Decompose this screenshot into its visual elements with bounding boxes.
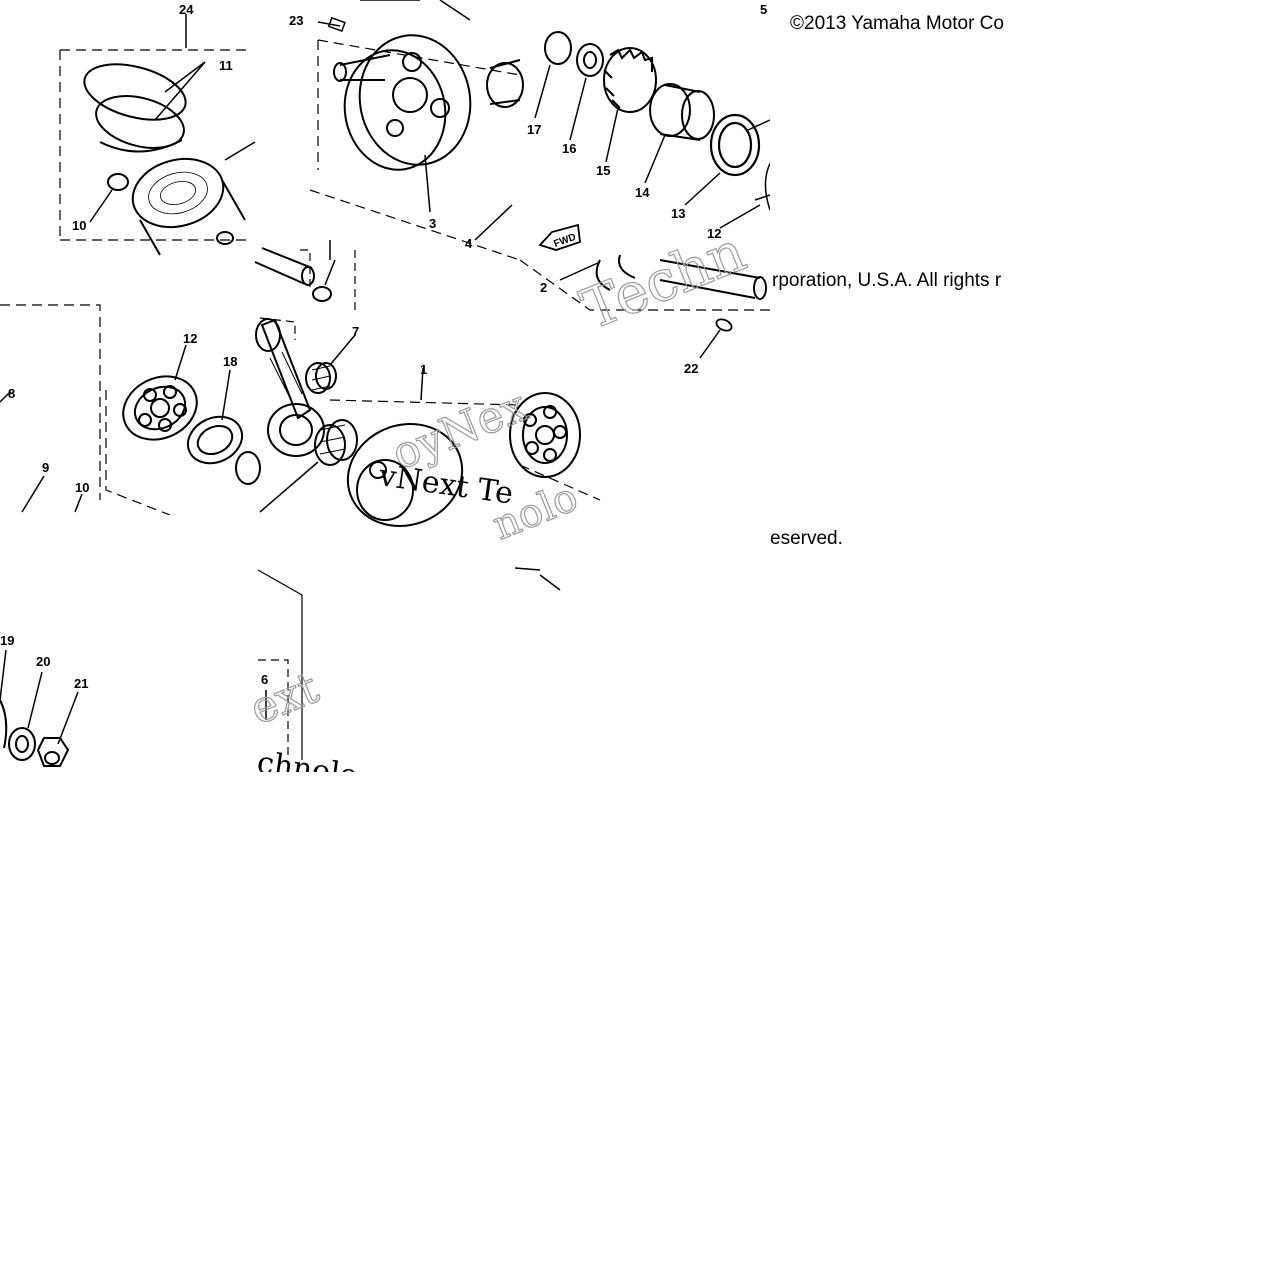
callout-12: 12 xyxy=(707,226,721,241)
callout-15: 15 xyxy=(596,163,610,178)
callout-24: 24 xyxy=(179,2,194,17)
bearing-part xyxy=(122,375,198,441)
crank-wheel-part xyxy=(333,34,472,171)
piston-ring-part xyxy=(83,63,187,153)
callout-22: 22 xyxy=(684,361,698,376)
lock-washer-part xyxy=(8,727,36,761)
callout-13: 13 xyxy=(671,206,685,221)
callout-6: 6 xyxy=(261,672,268,687)
needle-bearing-large-part xyxy=(314,419,358,466)
callout-19: 19 xyxy=(0,633,14,648)
callout-5: 5 xyxy=(760,2,767,17)
callout-3: 3 xyxy=(429,216,436,231)
spacer-part xyxy=(544,31,572,65)
connecting-rod-part xyxy=(255,318,325,457)
tile-right-box-fragment xyxy=(257,567,561,760)
blank-area-mid-gap xyxy=(100,515,258,595)
oil-seal-part xyxy=(186,415,244,465)
nut-part xyxy=(36,737,70,767)
crank-pin-part xyxy=(486,59,524,108)
fwd-arrow-icon: FWD xyxy=(538,223,581,251)
collar-part xyxy=(649,83,715,141)
tile-crank-wheel xyxy=(254,0,524,310)
tile-left-bearing xyxy=(0,304,101,513)
callout-9: 9 xyxy=(42,460,49,475)
piston-pin-part xyxy=(254,247,332,302)
flywheel-part xyxy=(346,422,464,528)
callout-14: 14 xyxy=(635,185,650,200)
circlip-part xyxy=(107,173,129,191)
callout-4: 4 xyxy=(465,236,473,251)
woodruff-key-part xyxy=(699,318,733,359)
blank-area-bottom xyxy=(0,772,1285,1285)
tile-crankshaft-assembly xyxy=(105,317,601,528)
tile-drive-gear-group: FWD xyxy=(519,31,773,359)
callout-20: 20 xyxy=(36,654,50,669)
piston-part xyxy=(131,157,246,256)
callout-16: 16 xyxy=(562,141,576,156)
needle-bearing-small-part xyxy=(305,362,337,394)
tile-crank-nut-group xyxy=(0,649,79,767)
tile-piston-group xyxy=(59,14,256,256)
shim-part xyxy=(235,451,261,485)
oil-seal-part xyxy=(709,113,761,177)
callout-12b: 12 xyxy=(183,331,197,346)
callout-1: 1 xyxy=(420,362,427,377)
callout-17: 17 xyxy=(527,122,541,137)
callout-11: 11 xyxy=(219,58,233,73)
primary-gear-part xyxy=(603,47,657,113)
callout-7: 7 xyxy=(352,324,359,339)
copyright-line-2: rporation, U.S.A. All rights r xyxy=(772,270,1002,291)
crank-end-part xyxy=(0,699,8,749)
callout-2: 2 xyxy=(540,280,547,295)
copyright-line-3: eserved. xyxy=(770,528,843,549)
callout-10: 10 xyxy=(72,218,86,233)
crankshaft-end-part xyxy=(595,254,767,300)
callout-18: 18 xyxy=(223,354,237,369)
washer-part xyxy=(576,43,604,77)
blank-area-mid-right xyxy=(355,600,600,772)
callout-23: 23 xyxy=(289,13,303,28)
callout-10b: 10 xyxy=(75,480,89,495)
callout-21: 21 xyxy=(74,676,88,691)
blank-area-right xyxy=(770,0,1285,520)
main-bearing-part xyxy=(509,392,581,478)
callout-labels: 24 23 5 11 17 16 15 14 13 12 10 3 4 2 22… xyxy=(0,2,767,691)
copyright-line-1: ©2013 Yamaha Motor Co xyxy=(790,13,1004,34)
callout-8: 8 xyxy=(8,386,15,401)
